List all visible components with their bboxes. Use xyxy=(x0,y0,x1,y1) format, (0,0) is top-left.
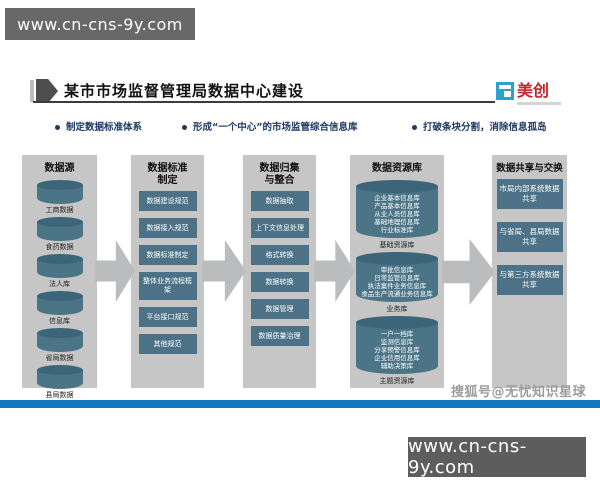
database-cylinder-icon xyxy=(36,291,83,315)
database-cylinder-icon: 审批信息库 日常监管信息库 执法案件业务信息库 食品生产流通业务信息库 xyxy=(356,252,438,302)
meichuang-logo-icon xyxy=(496,82,514,100)
database-cylinder-icon: 一户一档库 监测信息库 分享预警信息库 企业信用信息库 辅助决策库 xyxy=(356,316,438,374)
datasource-item: 工商数据 xyxy=(36,179,83,215)
database-cylinder-icon: 企业基本信息库 产品基本信息库 从业人员信息库 基础地理信息库 行业标准库 xyxy=(356,180,438,238)
database-cylinder-icon xyxy=(36,217,83,241)
standard-box: 数据接入规范 xyxy=(138,218,197,238)
bullet-item-3: 打破条块分割，消除信息孤岛 xyxy=(412,121,590,135)
database-cylinder-icon xyxy=(36,180,83,204)
repository-line: 监测信息库 xyxy=(380,338,414,346)
panel-header: 数据标准制定 xyxy=(147,163,188,186)
bullet-item-1: 制定数据标准体系 xyxy=(55,121,177,135)
title-icon-pentagon xyxy=(36,79,58,103)
repository-group-theme: 一户一档库 监测信息库 分享预警信息库 企业信用信息库 辅助决策库 主题资源库 xyxy=(356,315,438,386)
bullet-dot-icon xyxy=(412,125,417,130)
meichuang-logo: 美创 xyxy=(496,81,588,105)
bullet-text-3: 打破条块分割，消除信息孤岛 xyxy=(423,122,547,133)
repository-group-basic: 企业基本信息库 产品基本信息库 从业人员信息库 基础地理信息库 行业标准库 基础… xyxy=(356,179,438,250)
panel-header: 数据源 xyxy=(44,163,75,174)
repository-line: 审批信息库 xyxy=(380,266,414,274)
meichuang-logo-subtext xyxy=(517,102,561,105)
datasource-item: 信息库 xyxy=(36,290,83,326)
repository-line: 分享预警信息库 xyxy=(374,346,420,354)
standard-box: 数据建设规范 xyxy=(138,191,197,211)
datasource-label: 县局数据 xyxy=(45,391,74,399)
panel-header: 数据共享与交换 xyxy=(496,163,563,174)
bottom-accent-bar xyxy=(0,400,600,408)
repository-line: 食品生产流通业务信息库 xyxy=(361,290,433,298)
datasource-label: 省局数据 xyxy=(45,354,74,362)
title-icon-bar xyxy=(30,80,34,102)
bullet-text-1: 制定数据标准体系 xyxy=(66,122,143,133)
bullet-text-2: 形成“一个中心”的市场监管综合信息库 xyxy=(193,122,358,133)
page-title: 某市市场监督管理局数据中心建设 xyxy=(64,82,305,100)
standard-box: 整体业务流程框架 xyxy=(138,272,197,300)
standard-box: 数据标准制定 xyxy=(138,245,197,265)
standard-box: 其他规范 xyxy=(138,334,197,354)
repository-group-label: 主题资源库 xyxy=(379,377,415,385)
repository-line: 执法案件业务信息库 xyxy=(367,282,427,290)
database-cylinder-icon xyxy=(36,365,83,389)
sharing-box: 与省局、县局数据共享 xyxy=(496,222,563,252)
repository-group-business: 审批信息库 日常监管信息库 执法案件业务信息库 食品生产流通业务信息库 业务库 xyxy=(356,251,438,314)
panel-data-standards: 数据标准制定 数据建设规范 数据接入规范 数据标准制定 整体业务流程框架 平台接… xyxy=(131,155,204,388)
repository-group-label: 基础资源库 xyxy=(379,241,415,249)
datasource-item: 县局数据 xyxy=(36,364,83,400)
title-arrow-icon xyxy=(30,79,58,103)
repository-line: 一户一档库 xyxy=(380,330,414,338)
repository-line: 从业人员信息库 xyxy=(374,210,420,218)
standard-box: 平台接口规范 xyxy=(138,307,197,327)
panel-data-repositories: 数据资源库 企业基本信息库 产品基本信息库 从业人员信息库 基础地理信息库 行业… xyxy=(350,155,444,388)
database-cylinder-icon xyxy=(36,328,83,352)
repository-line: 日常监管信息库 xyxy=(374,274,420,282)
watermark-url-top: www.cn-cns-9y.com xyxy=(5,8,195,40)
flow-arrow-right-icon xyxy=(442,239,495,305)
integration-box: 上下文信息处理 xyxy=(250,218,309,238)
integration-box: 数据管理 xyxy=(250,299,309,319)
panel-header: 数据资源库 xyxy=(372,163,422,174)
repository-line: 基础地理信息库 xyxy=(374,218,420,226)
repository-line: 行业标准库 xyxy=(380,226,414,234)
sharing-box: 与第三方系统数据共享 xyxy=(496,265,563,295)
integration-box: 数据抽取 xyxy=(250,191,309,211)
datasource-label: 食药数据 xyxy=(45,243,74,251)
repository-line: 产品基本信息库 xyxy=(374,202,420,210)
database-cylinder-icon xyxy=(36,254,83,278)
watermark-url-bottom: www.cn-cns-9y.com xyxy=(408,436,586,478)
integration-box: 数据质量治理 xyxy=(250,326,309,346)
integration-box: 数据转换 xyxy=(250,272,309,292)
panel-data-sharing: 数据共享与交换 市局内部系统数据共享 与省局、县局数据共享 与第三方系统数据共享 xyxy=(492,155,567,388)
flow-arrow-right-icon xyxy=(95,240,135,302)
bullet-item-2: 形成“一个中心”的市场监管综合信息库 xyxy=(182,121,394,135)
datasource-label: 信息库 xyxy=(49,317,70,325)
panel-data-integration: 数据归集与整合 数据抽取 上下文信息处理 格式转换 数据转换 数据管理 数据质量… xyxy=(243,155,316,388)
datasource-item: 省局数据 xyxy=(36,327,83,363)
watermark-sohu: 搜狐号@无忧知识星球 xyxy=(451,385,587,400)
repository-line: 辅助决策库 xyxy=(380,362,414,370)
datasource-label: 法人库 xyxy=(49,280,70,288)
repository-line: 企业信用信息库 xyxy=(374,354,420,362)
integration-box: 格式转换 xyxy=(250,245,309,265)
meichuang-logo-text: 美创 xyxy=(517,81,550,100)
datasource-item: 法人库 xyxy=(36,253,83,289)
sharing-box: 市局内部系统数据共享 xyxy=(496,179,563,209)
datasource-label: 工商数据 xyxy=(45,206,74,214)
title-underline xyxy=(33,101,495,103)
panel-header: 数据归集与整合 xyxy=(259,163,300,186)
flow-arrow-right-icon xyxy=(314,240,355,302)
bullet-dot-icon xyxy=(182,125,187,130)
repository-group-label: 业务库 xyxy=(386,305,408,313)
bullet-dot-icon xyxy=(55,125,60,130)
flow-arrow-right-icon xyxy=(202,240,246,302)
datasource-item: 食药数据 xyxy=(36,216,83,252)
repository-line: 企业基本信息库 xyxy=(374,194,420,202)
panel-data-sources: 数据源 工商数据 食药数据 法人库 信息库 省局数据 县局数据 xyxy=(22,155,97,399)
